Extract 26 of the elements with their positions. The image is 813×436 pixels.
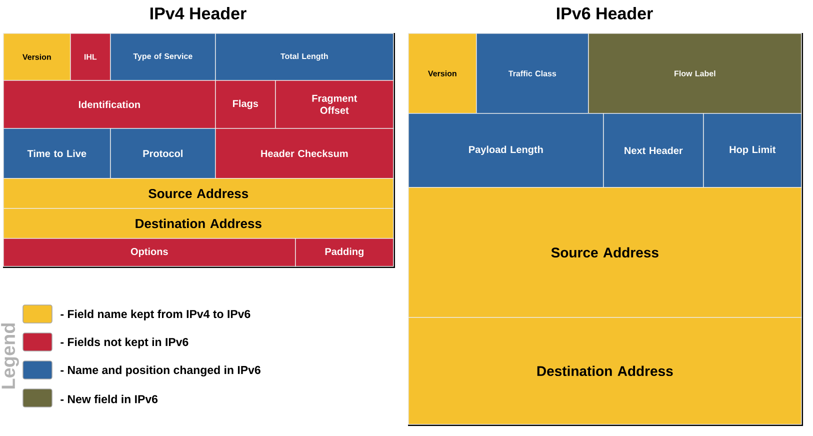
header-field: Hop Limit	[703, 113, 802, 188]
header-field: Version	[3, 33, 71, 81]
legend-title: Legend	[1, 323, 19, 389]
header-field: Total Length	[215, 33, 394, 81]
header-field: Destination Address	[408, 317, 802, 425]
header-field: Fragment Offset	[275, 80, 394, 129]
header-field: Flags	[215, 80, 276, 129]
header-field: Time to Live	[3, 128, 111, 179]
header-field: Flow Label	[588, 33, 802, 114]
table-title: IPv4 Header	[150, 7, 246, 20]
header-field: Traffic Class	[476, 33, 589, 114]
header-field: Protocol	[110, 128, 216, 179]
table-title: IPv6 Header	[556, 7, 653, 20]
legend-text: - Name and position changed in IPv6	[60, 366, 260, 376]
header-field: Source Address	[408, 187, 802, 318]
legend-text: - New field in IPv6	[60, 394, 158, 404]
legend-text: - Field name kept from IPv4 to IPv6	[60, 310, 250, 320]
header-field: Padding	[295, 238, 394, 267]
header-field: IHL	[70, 33, 111, 81]
header-field: Version	[408, 33, 477, 114]
legend-text: - Fields not kept in IPv6	[60, 338, 188, 348]
header-field: Destination Address	[3, 208, 394, 239]
header-field: Source Address	[3, 178, 394, 209]
header-field: Payload Length	[408, 113, 604, 188]
header-field: Next Header	[603, 113, 704, 188]
header-field: Type of Service	[110, 33, 216, 81]
